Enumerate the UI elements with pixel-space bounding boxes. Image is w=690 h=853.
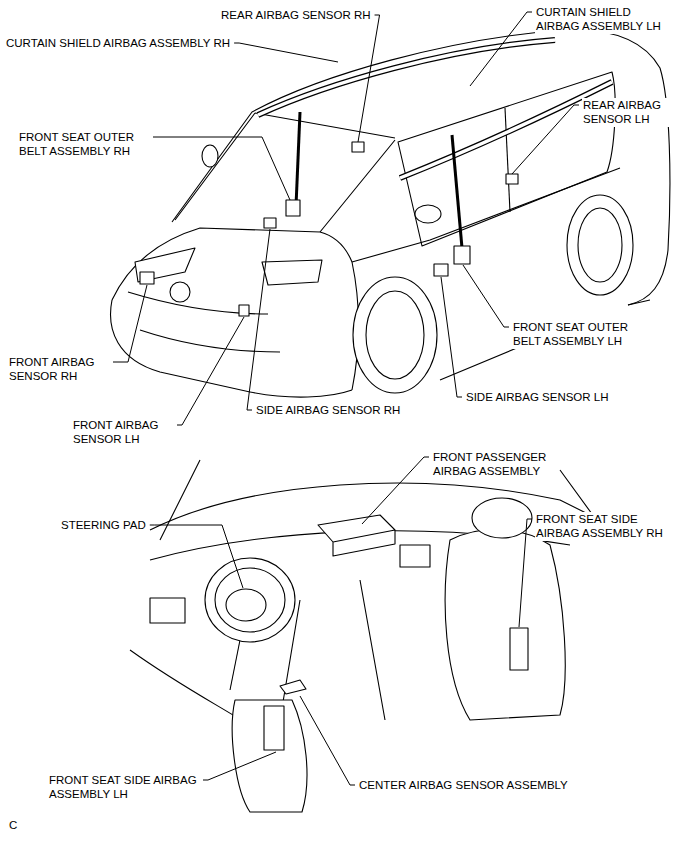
steering-pad [226, 589, 266, 621]
curtain-shield-airbag [258, 40, 612, 178]
part-label: REAR AIRBAG SENSOR RH [220, 8, 372, 22]
leader-line [512, 105, 579, 174]
part-label: FRONT SEAT OUTER BELT ASSEMBLY LH [512, 320, 644, 349]
seat-belt [286, 112, 470, 264]
part-label: FRONT AIRBAG SENSOR LH [72, 418, 174, 447]
part-label: FRONT SEAT OUTER BELT ASSEMBLY RH [18, 130, 150, 159]
part-label: REAR AIRBAG SENSOR LH [582, 98, 679, 127]
leader-line [519, 519, 532, 627]
leader-line [153, 137, 290, 200]
leader-line [463, 265, 509, 327]
leader-line [234, 43, 338, 62]
part-label: FRONT PASSENGER AIRBAG ASSEMBLY [432, 450, 559, 479]
part-label: CURTAIN SHIELD AIRBAG ASSEMBLY RH [5, 36, 231, 50]
part-label: SIDE AIRBAG SENSOR RH [255, 403, 401, 417]
part-label: CURTAIN SHIELD AIRBAG ASSEMBLY LH [535, 5, 677, 34]
center-sensor [280, 680, 306, 694]
seat-side-airbag [510, 628, 528, 670]
vehicle-interior [130, 460, 600, 812]
leader-line [441, 277, 462, 397]
part-label: FRONT AIRBAG SENSOR RH [8, 355, 110, 384]
leader-line [470, 12, 532, 86]
leader-line [203, 752, 276, 780]
leader-line [362, 457, 429, 524]
part-label: SIDE AIRBAG SENSOR LH [465, 390, 610, 404]
airbag-sensor [140, 142, 518, 316]
leader-line [300, 696, 355, 785]
leader-line [150, 525, 243, 588]
seat-side-airbag [264, 706, 284, 750]
leader-line [113, 285, 147, 362]
part-label: FRONT SEAT SIDE AIRBAG ASSEMBLY RH [535, 512, 677, 541]
part-label: CENTER AIRBAG SENSOR ASSEMBLY [358, 778, 569, 792]
part-label: STEERING PAD [60, 518, 147, 532]
leader-line [177, 317, 244, 425]
figure-id: C [8, 818, 18, 832]
leader-line [358, 15, 380, 142]
leader-line [247, 229, 270, 410]
vehicle-body [111, 30, 670, 397]
part-label: FRONT SEAT SIDE AIRBAG ASSEMBLY LH [48, 773, 200, 802]
passenger-airbag [318, 515, 395, 556]
